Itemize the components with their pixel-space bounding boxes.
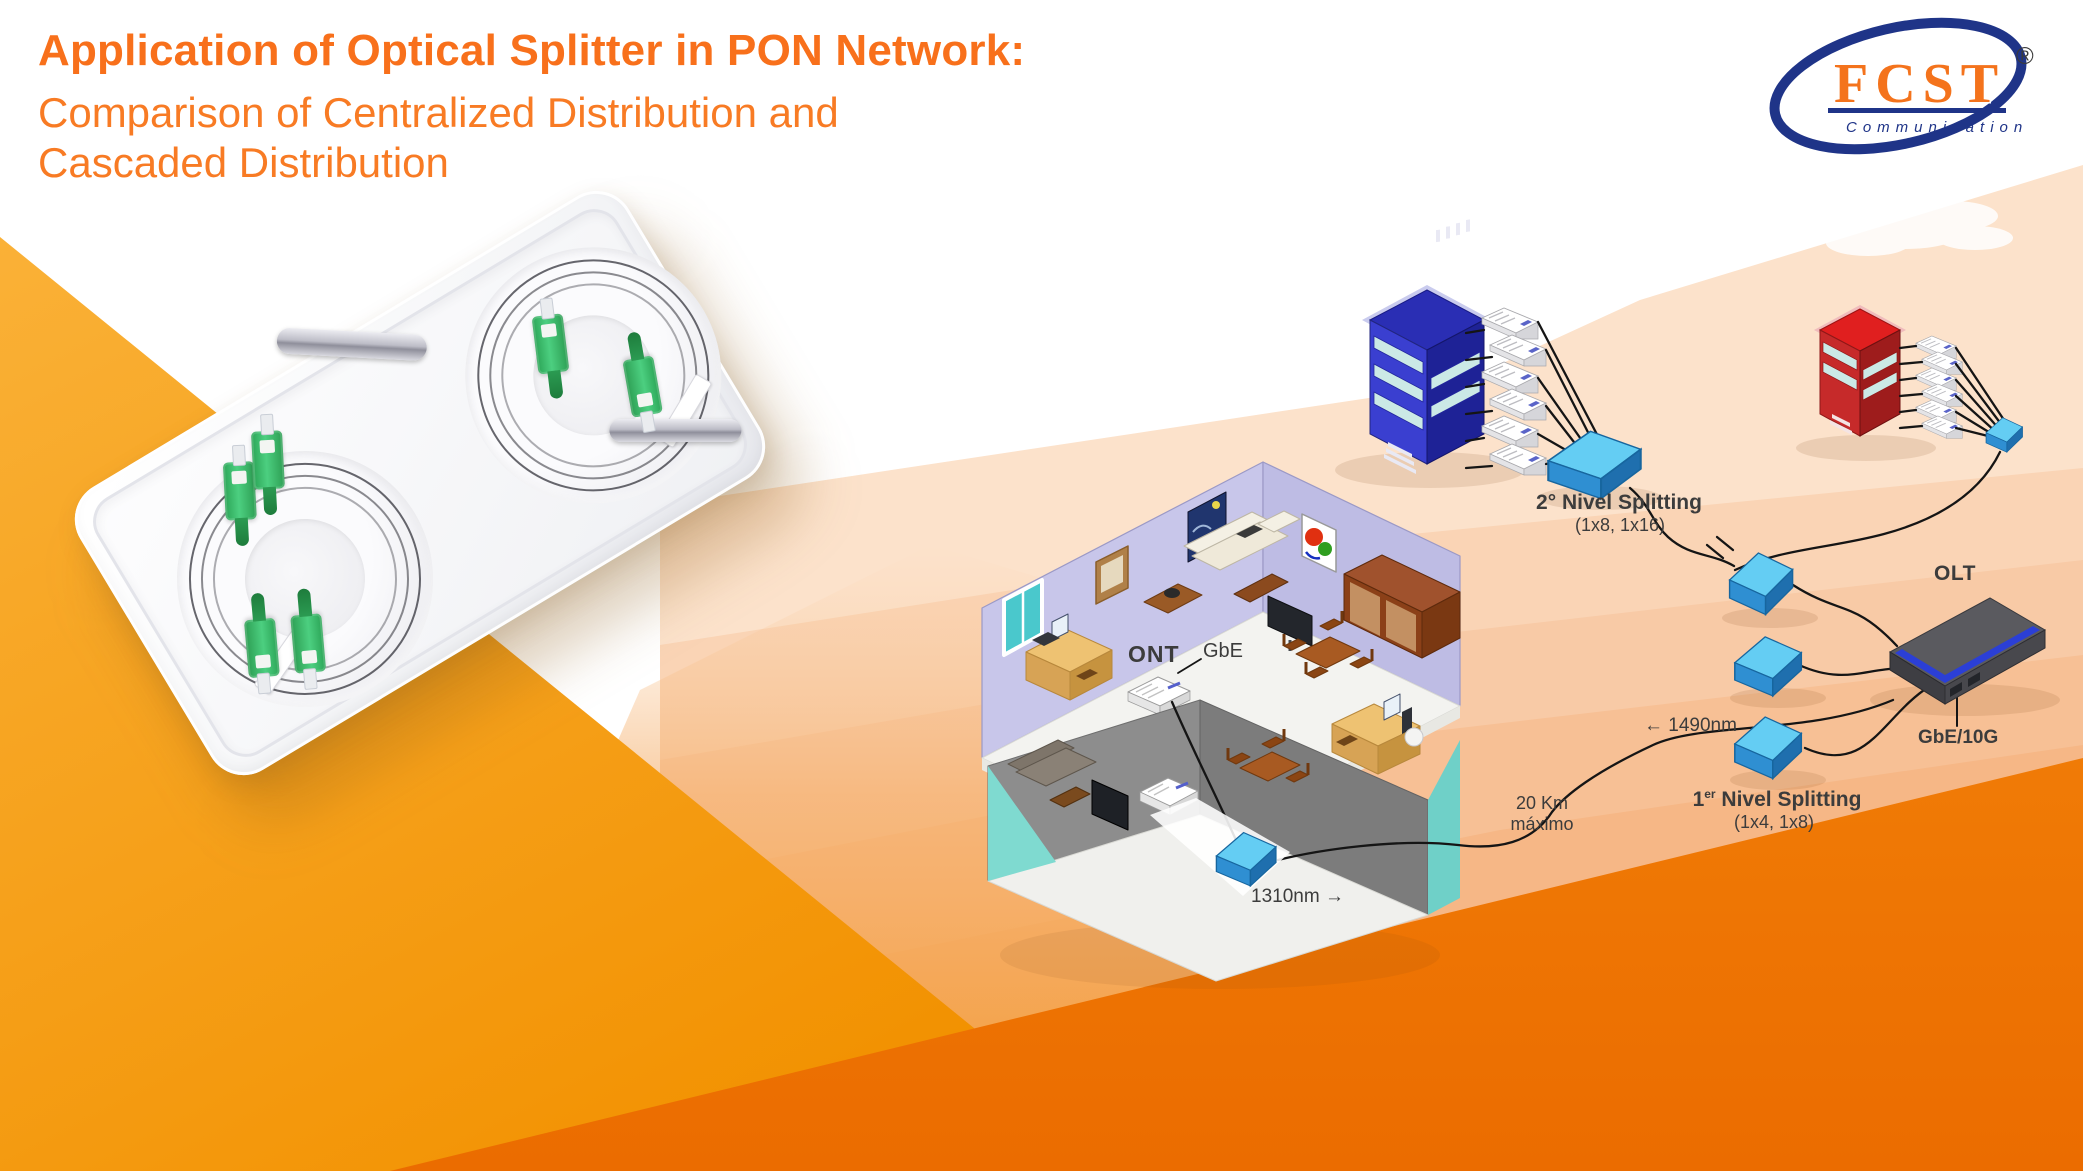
desk-computer-icon: [1025, 613, 1113, 701]
registered-mark: ®: [2016, 43, 2034, 70]
onu-stack-blue-building: [1481, 307, 1547, 476]
dining-set-icon: [1282, 611, 1374, 679]
logo-brand-text: FCST: [1834, 53, 2005, 115]
abstract-painting-icon: [1301, 513, 1337, 573]
lower-bench-icon: [1049, 786, 1091, 808]
page-title: Application of Optical Splitter in PON N…: [38, 26, 1026, 75]
logo-underline: [1828, 108, 2006, 113]
label-max-distance: 20 Km máximo: [1510, 793, 1574, 835]
splitter-1st-level-c: [1734, 716, 1803, 780]
label-olt-port: GbE/10G: [1918, 727, 1999, 748]
logo-swoosh: [1769, 17, 2027, 155]
lower-desk-computer-icon: [1331, 693, 1424, 775]
lower-dining-set-icon: [1226, 729, 1310, 783]
teal-wall-cut-left: [988, 766, 1056, 881]
subtitle-line-2: Cascaded Distribution: [38, 139, 449, 187]
label-1st-level-splitting: 1er Nivel Splitting: [1692, 787, 1862, 811]
fcst-logo: FCST Communication ®: [1769, 17, 2034, 155]
teal-wall-cut-right: [1428, 740, 1460, 915]
olt-device-icon: [1889, 597, 2047, 705]
label-downstream-wavelength: ← 1490nm: [1644, 715, 1737, 736]
label-gbe: GbE: [1203, 640, 1244, 662]
onu-stack-red-building: [1915, 335, 1963, 439]
label-ont: ONT: [1128, 641, 1180, 667]
blue-building-icon: [1362, 219, 1492, 474]
bulletin-board-icon: [1095, 545, 1129, 605]
page-subtitle: Comparison of Centralized Distribution a…: [38, 88, 839, 189]
subtitle-line-1: Comparison of Centralized Distribution a…: [38, 89, 839, 136]
window-icon: [1002, 578, 1044, 657]
splitter-1st-level-a: [1728, 552, 1794, 616]
label-1st-level-ratios: (1x4, 1x8): [1733, 812, 1815, 832]
cloud: [1826, 201, 2013, 256]
sofa-icon: [1183, 510, 1301, 571]
label-upstream-wavelength: 1310nm →: [1251, 886, 1344, 907]
red-building-icon: [1814, 305, 1906, 437]
splitter-2nd-level-red: [1985, 417, 2023, 453]
lower-tv-icon: [1091, 779, 1129, 831]
phone-table-icon: [1143, 583, 1203, 614]
label-olt: OLT: [1934, 562, 1976, 585]
lower-sofa-icon: [1007, 739, 1097, 787]
logo-tagline: Communication: [1846, 119, 2028, 136]
house-cutaway: [981, 461, 1461, 982]
coffee-bench-icon: [1233, 573, 1289, 603]
splitter-1st-level-b: [1734, 636, 1803, 697]
label-2nd-level-splitting: 2° Nivel Splitting: [1536, 491, 1702, 514]
cabinet-icon: [1343, 554, 1461, 659]
ont-device-icon: [1127, 676, 1191, 716]
label-2nd-level-ratios: (1x8, 1x16): [1574, 515, 1666, 535]
